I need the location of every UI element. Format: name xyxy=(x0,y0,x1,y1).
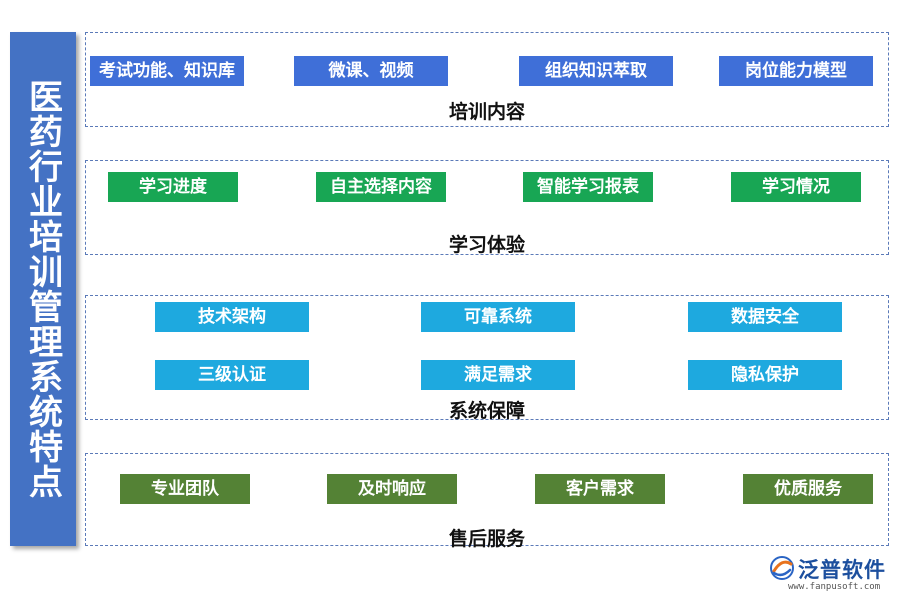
fanpu-logo-icon xyxy=(770,556,794,580)
item-reliable-system: 可靠系统 xyxy=(421,302,575,332)
item-self-selected-content: 自主选择内容 xyxy=(316,172,446,202)
item-smart-report: 智能学习报表 xyxy=(523,172,653,202)
section-label: 培训内容 xyxy=(448,101,525,123)
item-professional-team: 专业团队 xyxy=(120,474,250,504)
section-system-assurance: 技术架构 可靠系统 数据安全 三级认证 满足需求 隐私保护 系统保障 xyxy=(85,295,889,422)
item-timely-response: 及时响应 xyxy=(327,474,457,504)
logo-name: 泛普软件 xyxy=(798,558,886,582)
section-label: 系统保障 xyxy=(448,400,525,422)
section-learning-experience: 学习进度 自主选择内容 智能学习报表 学习情况 学习体验 xyxy=(85,160,889,256)
item-level3-certification: 三级认证 xyxy=(155,360,309,390)
item-knowledge-extraction: 组织知识萃取 xyxy=(519,56,673,86)
section-label: 售后服务 xyxy=(448,528,525,550)
item-customer-needs: 客户需求 xyxy=(535,474,665,504)
item-privacy-protection: 隐私保护 xyxy=(688,360,842,390)
section-training-content: 考试功能、知识库 微课、视频 组织知识萃取 岗位能力模型 培训内容 xyxy=(85,32,889,127)
vertical-title-panel: 医药行业培训管理系统特点 xyxy=(10,32,76,546)
item-microcourse-video: 微课、视频 xyxy=(294,56,448,86)
item-tech-architecture: 技术架构 xyxy=(155,302,309,332)
section-label: 学习体验 xyxy=(448,234,525,256)
item-data-security: 数据安全 xyxy=(688,302,842,332)
logo-url: www.fanpusoft.com xyxy=(788,582,881,592)
section-after-sales: 专业团队 及时响应 客户需求 优质服务 售后服务 xyxy=(85,453,889,550)
item-meet-needs: 满足需求 xyxy=(421,360,575,390)
item-competency-model: 岗位能力模型 xyxy=(719,56,873,86)
item-learning-status: 学习情况 xyxy=(731,172,861,202)
item-learning-progress: 学习进度 xyxy=(108,172,238,202)
item-exam-knowledge-base: 考试功能、知识库 xyxy=(90,56,244,86)
brand-logo: 泛普软件 www.fanpusoft.com xyxy=(768,552,892,596)
item-quality-service: 优质服务 xyxy=(743,474,873,504)
diagram-title: 医药行业培训管理系统特点 xyxy=(22,79,63,499)
